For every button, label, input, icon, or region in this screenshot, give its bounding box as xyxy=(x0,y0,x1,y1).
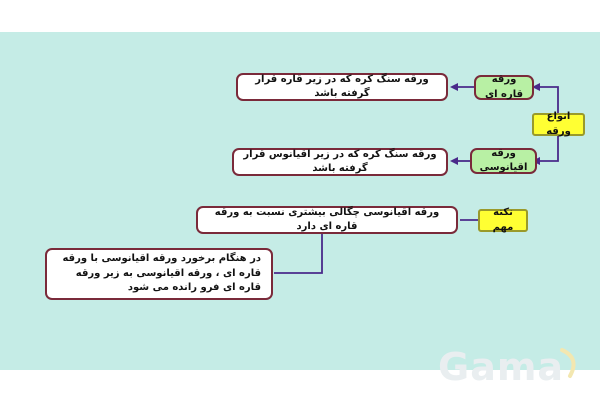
oceanic-plate-description-text: ورقه سنگ کره که در زیر اقیانوس قرار گرفت… xyxy=(243,148,437,175)
oceanic-plate-description: ورقه سنگ کره که در زیر اقیانوس قرار گرفت… xyxy=(232,148,448,176)
density-fact-box: ورقه اقیانوسی چگالی بیشتری نسبت به ورقه … xyxy=(196,206,458,234)
density-fact-text: ورقه اقیانوسی چگالی بیشتری نسبت به ورقه … xyxy=(214,206,440,233)
connector-fact-detail xyxy=(274,231,323,274)
continental-plate-description-text: ورقه سنگ کره که در زیر قاره قرار گرفته ب… xyxy=(255,73,429,100)
arrowhead xyxy=(450,157,458,165)
important-note-label: نکته مهم xyxy=(492,207,514,233)
connector-root-branch2 xyxy=(538,135,559,162)
oceanic-plate-label: ورقه اقیانوسی xyxy=(479,147,528,174)
root-node-label: انواع ورقه xyxy=(546,111,571,137)
logo-swoosh xyxy=(560,348,576,378)
gama-logo-text: Gama xyxy=(438,345,564,389)
continental-plate-label: ورقه قاره ای xyxy=(484,74,524,100)
subduction-detail-text: در هنگام برخورد ورقه اقیانوسی با ورقه قا… xyxy=(62,253,261,294)
arrowhead xyxy=(450,83,458,91)
important-note-node: نکته مهم xyxy=(478,207,528,233)
connector-root-branch1 xyxy=(538,86,559,113)
subduction-detail-box: در هنگام برخورد ورقه اقیانوسی با ورقه قا… xyxy=(45,248,273,300)
gama-logo: Gama xyxy=(438,345,576,389)
arrowhead xyxy=(532,83,540,91)
continental-plate-description: ورقه سنگ کره که در زیر قاره قرار گرفته ب… xyxy=(236,73,448,101)
root-node: انواع ورقه xyxy=(532,111,585,137)
continental-plate-node: ورقه قاره ای xyxy=(474,74,534,100)
oceanic-plate-node: ورقه اقیانوسی xyxy=(470,148,537,174)
